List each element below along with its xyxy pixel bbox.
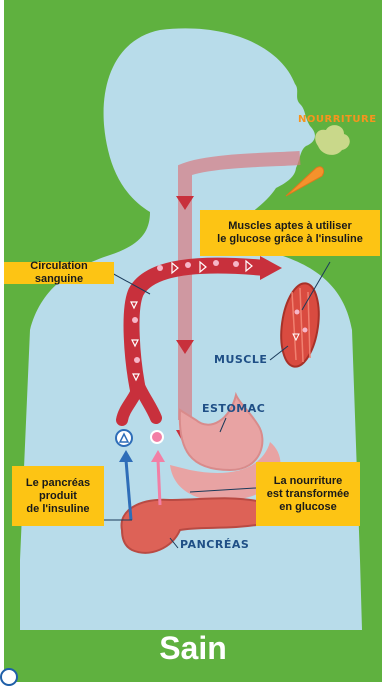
pancreas-info-box: Le pancréas produit de l'insuline (12, 466, 104, 526)
glucose-particle (233, 261, 239, 267)
glucose-particle (132, 317, 138, 323)
insulin-symbol (116, 430, 132, 446)
glucose-symbol (151, 431, 163, 443)
glucose-particle (185, 262, 191, 268)
diagram-title: Sain (4, 630, 382, 667)
glucose-arrow-shaft (158, 460, 160, 505)
glucose-particle (134, 357, 140, 363)
glucose-particle (213, 260, 219, 266)
muscle-label: MUSCLE (214, 353, 267, 366)
glucose-particle (157, 265, 163, 271)
food-label: NOURRITURE (298, 114, 377, 125)
stomach-label: ESTOMAC (202, 402, 265, 415)
circulation-info-box: Circulation sanguine (4, 262, 114, 284)
muscles-info-box: Muscles aptes à utiliser le glucose grâc… (200, 210, 380, 256)
glucose-info-box: La nourriture est transformée en glucose (256, 462, 360, 526)
info-badge[interactable] (0, 668, 18, 686)
pancreas-label: PANCRÉAS (180, 538, 249, 551)
